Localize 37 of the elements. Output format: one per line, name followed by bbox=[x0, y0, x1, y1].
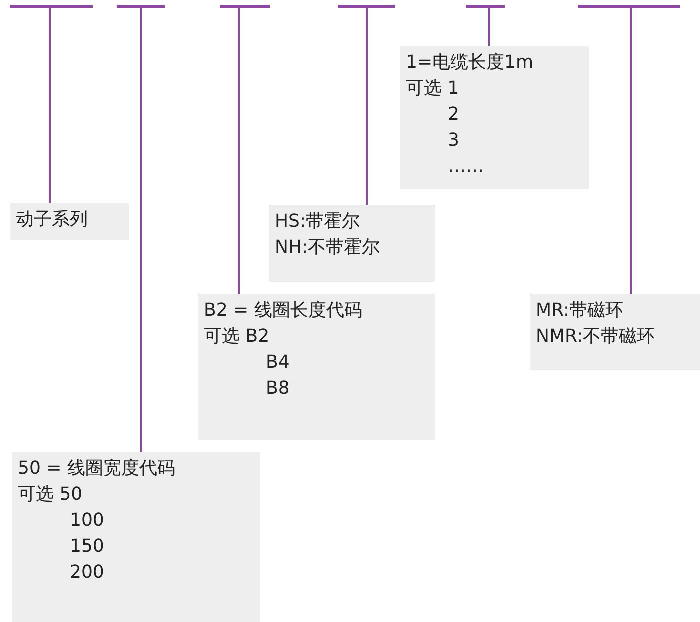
underline-bar bbox=[220, 5, 270, 8]
option-box bbox=[10, 203, 129, 240]
option-text: …… bbox=[448, 155, 485, 179]
option-text: 可选 1 bbox=[406, 77, 460, 101]
option-box bbox=[12, 452, 260, 622]
option-box bbox=[198, 294, 435, 440]
underline-bar bbox=[117, 5, 165, 8]
option-text: 2 bbox=[448, 103, 460, 127]
option-text: 1=电缆长度1m bbox=[406, 51, 535, 75]
option-box bbox=[269, 205, 435, 282]
underline-bar bbox=[466, 5, 505, 8]
option-text: B2 = 线圈长度代码 bbox=[204, 299, 364, 323]
option-text: 200 bbox=[70, 561, 106, 585]
option-text: B8 bbox=[266, 377, 291, 401]
option-text: NMR:不带磁环 bbox=[536, 325, 656, 349]
option-text: 50 = 线圈宽度代码 bbox=[18, 457, 176, 481]
underline-bar bbox=[338, 5, 395, 8]
leader-line bbox=[366, 8, 368, 205]
option-text: 可选 B2 bbox=[204, 325, 271, 349]
leader-line bbox=[49, 8, 51, 203]
option-text: MR:带磁环 bbox=[536, 299, 625, 323]
option-text: 可选 50 bbox=[18, 483, 84, 507]
leader-line bbox=[488, 8, 490, 46]
option-box bbox=[400, 46, 589, 189]
option-text: B4 bbox=[266, 351, 291, 375]
leader-line bbox=[630, 8, 632, 294]
option-text: NH:不带霍尔 bbox=[275, 236, 382, 260]
option-box bbox=[530, 294, 700, 370]
leader-line bbox=[238, 8, 240, 294]
option-text: 100 bbox=[70, 509, 106, 533]
option-text: HS:带霍尔 bbox=[275, 210, 362, 234]
leader-line bbox=[140, 8, 142, 452]
option-text: 150 bbox=[70, 535, 106, 559]
underline-bar bbox=[578, 5, 680, 8]
option-text: 动子系列 bbox=[16, 208, 89, 232]
option-text: 3 bbox=[448, 129, 460, 153]
underline-bar bbox=[10, 5, 93, 8]
